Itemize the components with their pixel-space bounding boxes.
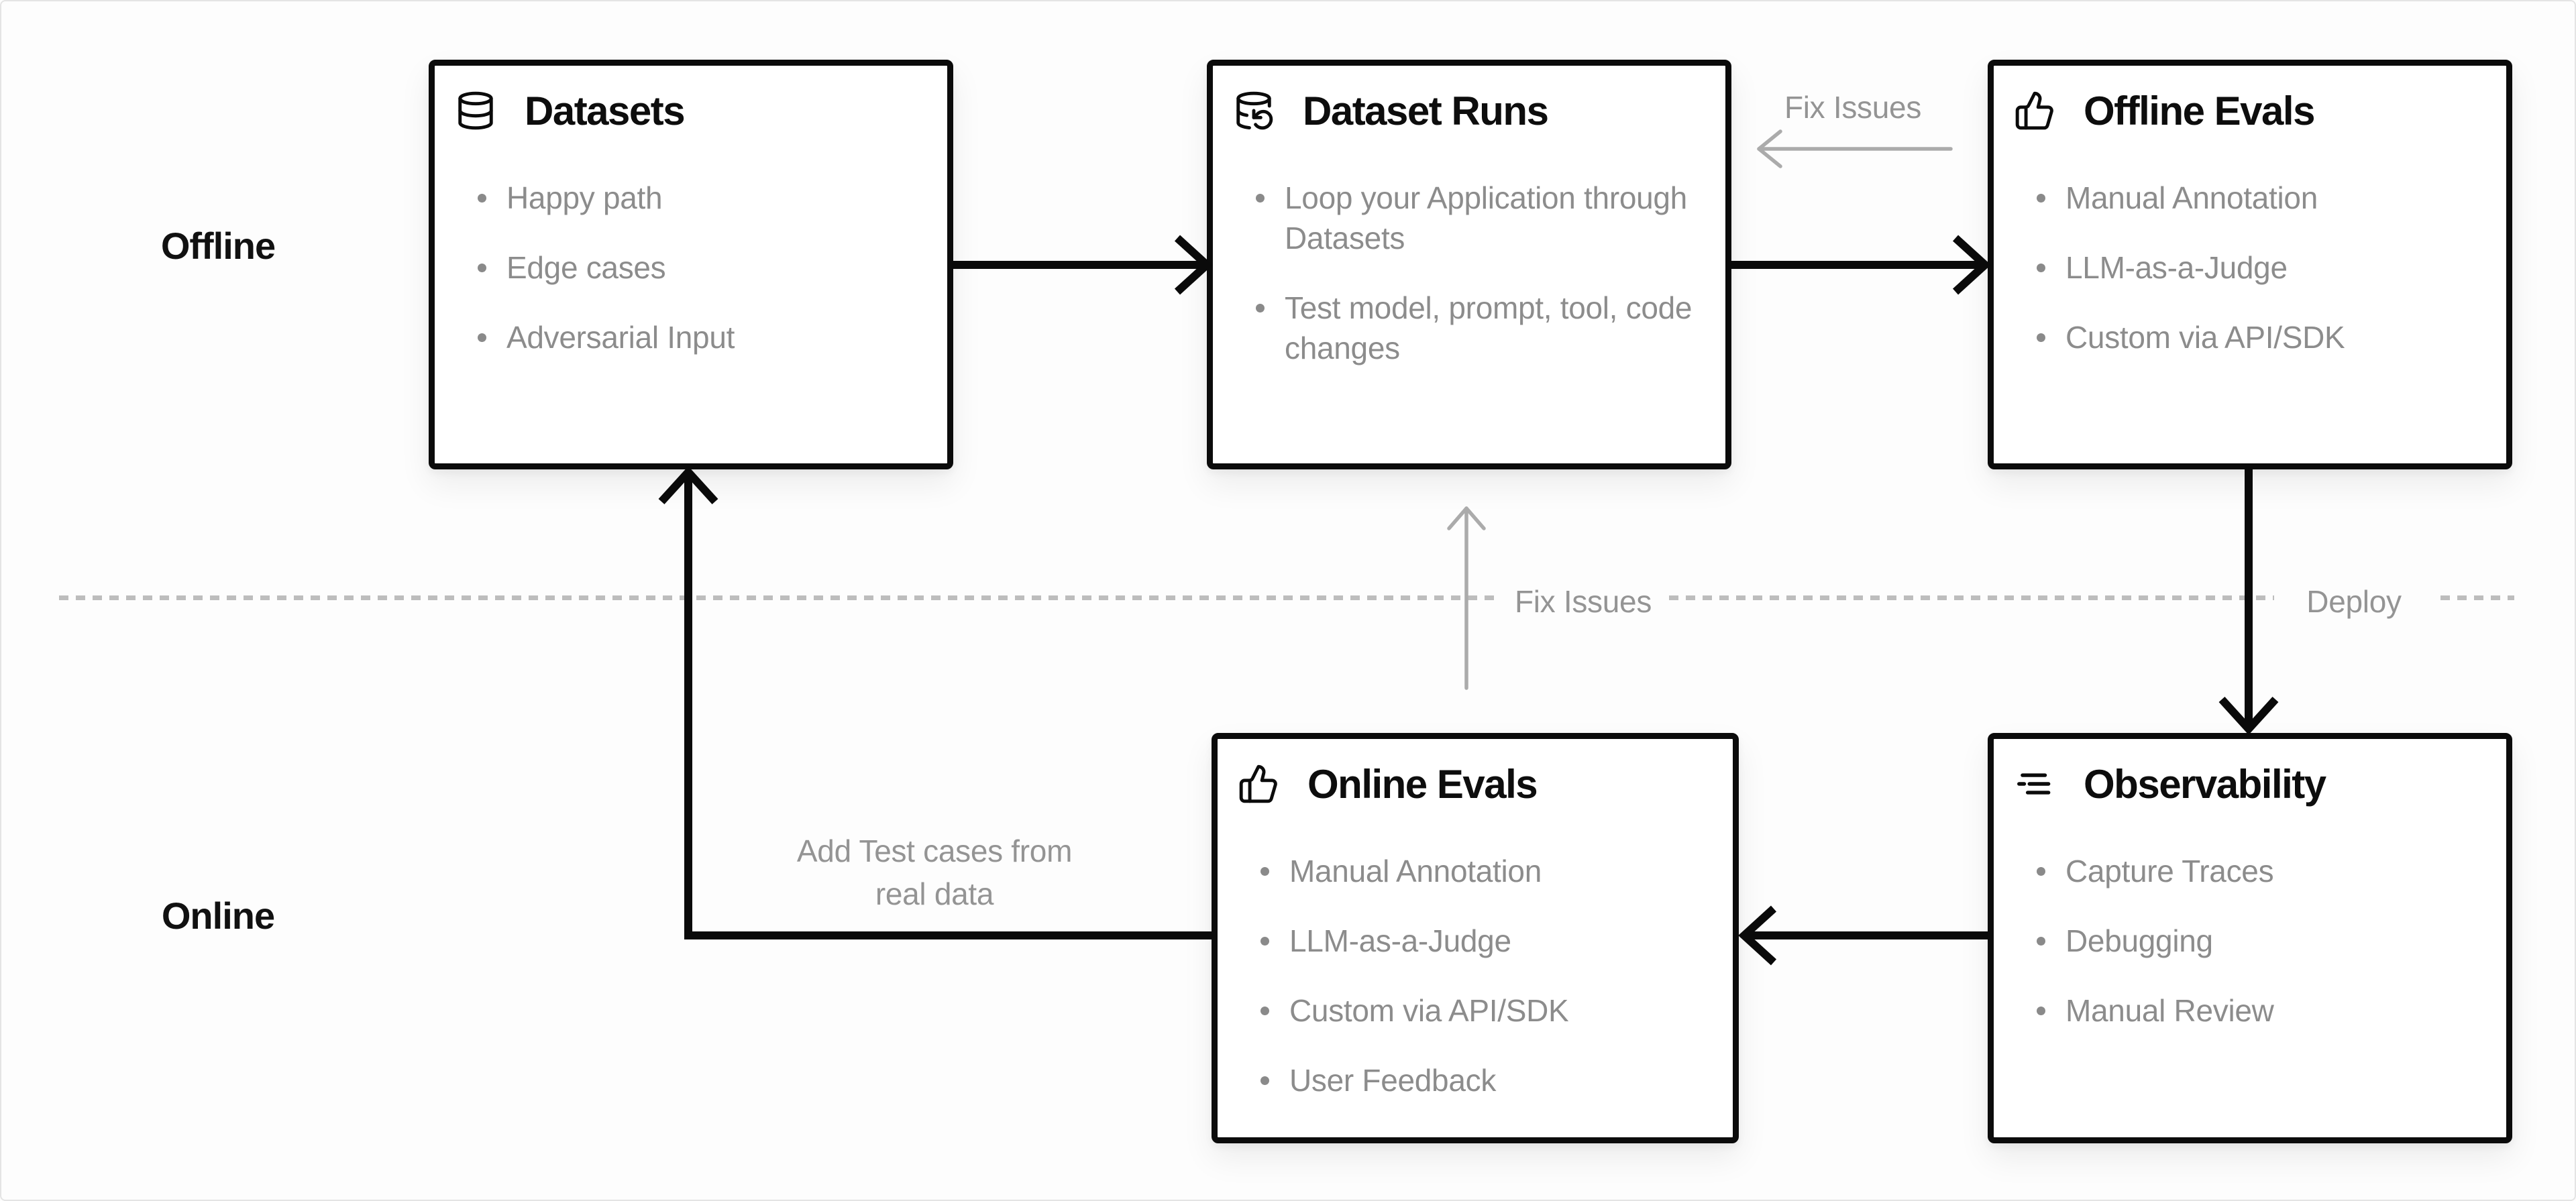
card-title: Dataset Runs bbox=[1303, 88, 1549, 133]
bullet-dot bbox=[1260, 1076, 1269, 1085]
arrow-offline-evals-to-observability bbox=[2215, 467, 2282, 736]
bullet-dot bbox=[1260, 937, 1269, 946]
thumbs-up-icon bbox=[2014, 90, 2055, 131]
bullet-dot bbox=[2037, 264, 2045, 272]
bullet-dot bbox=[478, 194, 486, 203]
list-item: Debugging bbox=[2014, 921, 2486, 961]
list-item: Manual Annotation bbox=[1238, 851, 1713, 891]
card-offline-evals-header: Offline Evals bbox=[2014, 88, 2486, 133]
card-observability: Observability Capture Traces Debugging M… bbox=[1988, 733, 2512, 1143]
bullet-list: Loop your Application through Datasets T… bbox=[1233, 178, 1705, 368]
bullet-dot bbox=[478, 333, 486, 342]
fix-issues-top-label: Fix Issues bbox=[1784, 90, 1922, 125]
arrow-online-evals-to-datasets bbox=[655, 464, 1213, 974]
list-item: Edge cases bbox=[455, 247, 927, 288]
bullet-dot bbox=[2037, 937, 2045, 946]
bullet-dot bbox=[2037, 867, 2045, 876]
arrow-datasets-to-dataset-runs bbox=[952, 231, 1215, 298]
card-title: Datasets bbox=[525, 88, 686, 133]
card-title: Offline Evals bbox=[2084, 88, 2315, 133]
bullet-list: Happy path Edge cases Adversarial Input bbox=[455, 178, 927, 357]
list-item: User Feedback bbox=[1238, 1060, 1713, 1100]
bullet-dot bbox=[478, 264, 486, 272]
bullet-dot bbox=[1260, 1007, 1269, 1015]
bullet-dot bbox=[1256, 194, 1265, 203]
arrow-fix-issues-middle bbox=[1445, 502, 1488, 691]
arrow-dataset-runs-to-offline-evals bbox=[1730, 231, 1993, 298]
database-icon bbox=[455, 90, 496, 131]
card-datasets: Datasets Happy path Edge cases Adversari… bbox=[429, 60, 953, 469]
list-item: LLM-as-a-Judge bbox=[2014, 247, 2486, 288]
card-offline-evals: Offline Evals Manual Annotation LLM-as-a… bbox=[1988, 60, 2512, 469]
list-item: Loop your Application through Datasets bbox=[1233, 178, 1705, 258]
add-test-cases-label: Add Test cases from real data bbox=[796, 834, 1073, 911]
bullet-list: Capture Traces Debugging Manual Review bbox=[2014, 851, 2486, 1031]
trace-list-icon bbox=[2014, 763, 2055, 805]
thumbs-up-icon bbox=[1238, 763, 1279, 805]
bullet-dot bbox=[2037, 1007, 2045, 1015]
list-item: LLM-as-a-Judge bbox=[1238, 921, 1713, 961]
bullet-dot bbox=[1260, 867, 1269, 876]
arrow-fix-issues-top bbox=[1752, 127, 1953, 170]
list-item: Happy path bbox=[455, 178, 927, 218]
fix-issues-middle-label: Fix Issues bbox=[1501, 580, 1666, 623]
deploy-label: Deploy bbox=[2274, 580, 2434, 623]
list-item: Adversarial Input bbox=[455, 317, 927, 357]
list-item: Test model, prompt, tool, code changes bbox=[1233, 288, 1705, 368]
list-item: Manual Review bbox=[2014, 990, 2486, 1031]
card-online-evals: Online Evals Manual Annotation LLM-as-a-… bbox=[1212, 733, 1739, 1143]
bullet-dot bbox=[2037, 333, 2045, 342]
card-observability-header: Observability bbox=[2014, 761, 2486, 807]
offline-online-divider bbox=[59, 595, 2514, 600]
card-title: Online Evals bbox=[1307, 761, 1538, 807]
database-refresh-icon bbox=[1233, 90, 1275, 131]
card-dataset-runs: Dataset Runs Loop your Application throu… bbox=[1207, 60, 1731, 469]
card-dataset-runs-header: Dataset Runs bbox=[1233, 88, 1705, 133]
list-item: Capture Traces bbox=[2014, 851, 2486, 891]
lane-label-offline: Offline bbox=[160, 225, 276, 267]
list-item: Custom via API/SDK bbox=[2014, 317, 2486, 357]
card-datasets-header: Datasets bbox=[455, 88, 927, 133]
card-online-evals-header: Online Evals bbox=[1238, 761, 1713, 807]
list-item: Manual Annotation bbox=[2014, 178, 2486, 218]
card-title: Observability bbox=[2084, 761, 2326, 807]
bullet-list: Manual Annotation LLM-as-a-Judge Custom … bbox=[2014, 178, 2486, 357]
lane-label-online: Online bbox=[161, 895, 275, 937]
arrow-observability-to-online-evals bbox=[1738, 902, 1988, 969]
list-item: Custom via API/SDK bbox=[1238, 990, 1713, 1031]
bullet-list: Manual Annotation LLM-as-a-Judge Custom … bbox=[1238, 851, 1713, 1100]
bullet-dot bbox=[1256, 304, 1265, 312]
bullet-dot bbox=[2037, 194, 2045, 203]
